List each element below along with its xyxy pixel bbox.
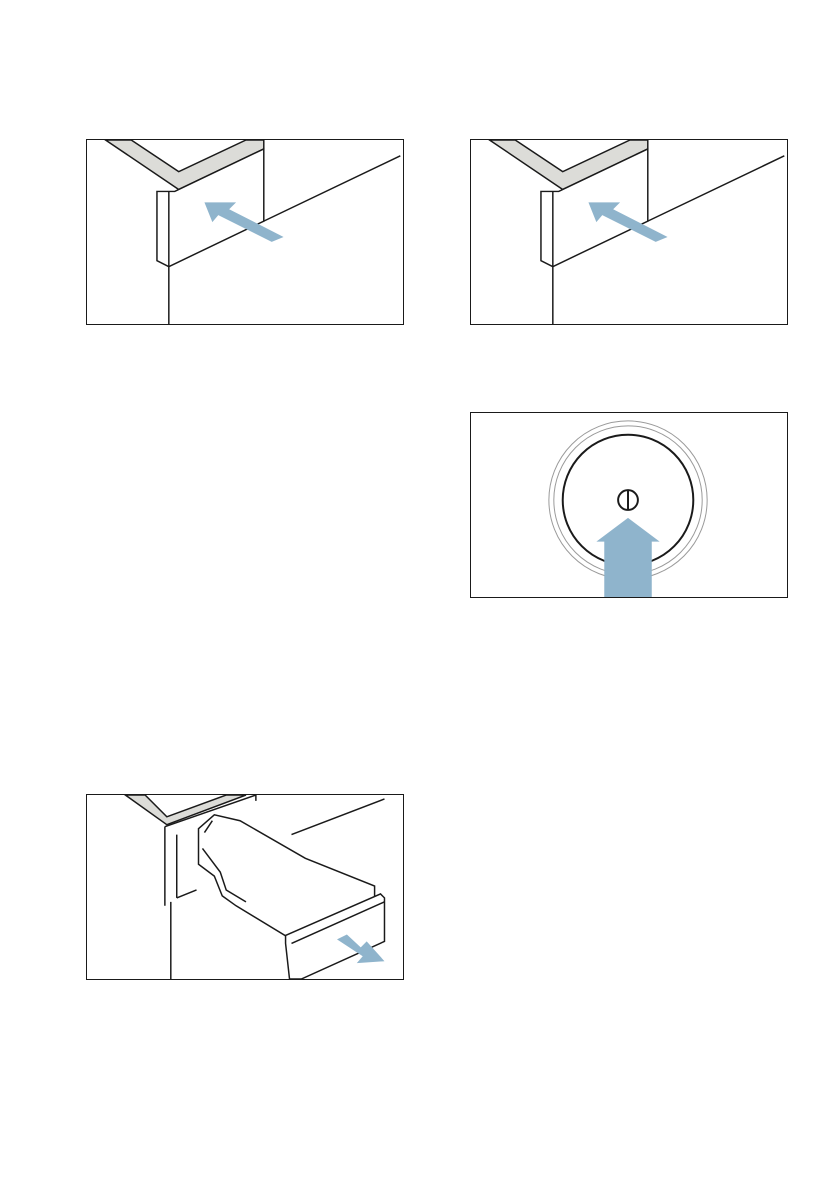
- illustration-push-panel-left: [86, 139, 404, 325]
- drawer-drawing: [87, 795, 403, 979]
- illustration-push-panel-right: [470, 139, 788, 325]
- power-button-drawing: [471, 413, 787, 597]
- appliance-drawing: [87, 140, 403, 324]
- illustration-press-power-button: [470, 412, 788, 598]
- appliance-drawing: [471, 140, 787, 324]
- illustration-pull-out-drawer: [86, 794, 404, 980]
